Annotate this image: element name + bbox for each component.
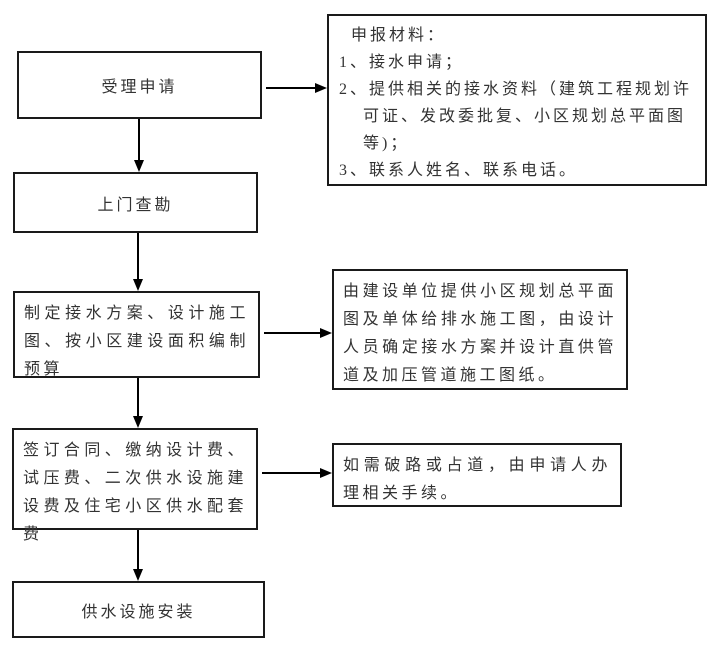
flow-box-make-plan: 制定接水方案、设计施工图、按小区建设面积编制预算 (13, 291, 260, 378)
flow-box-facility-installation-label: 供水设施安装 (81, 603, 196, 621)
flow-box-accept-application: 受理申请 (17, 51, 262, 119)
arrow-inspect-to-plan-head-icon (133, 279, 143, 291)
arrow-plan-to-contract-head-icon (133, 416, 143, 428)
arrow-contract-to-road-line (262, 472, 321, 474)
side-box-design-note-text: 由建设单位提供小区规划总平面图及单体给排水施工图，由设计人员确定接水方案并设计直… (343, 283, 617, 384)
flow-box-site-inspection-label: 上门查勘 (97, 196, 174, 214)
arrow-contract-to-road-head-icon (320, 468, 332, 478)
arrow-plan-to-contract-line (137, 378, 139, 417)
arrow-contract-to-install-head-icon (133, 569, 143, 581)
arrow-inspect-to-plan-line (137, 233, 139, 280)
side-box-application-materials: 申报材料： 1、接水申请； 2、提供相关的接水资料（建筑工程规划许 可证、发改委… (327, 14, 707, 186)
side-box-design-note: 由建设单位提供小区规划总平面图及单体给排水施工图，由设计人员确定接水方案并设计直… (332, 269, 628, 390)
materials-item-2-end: 等)； (363, 135, 410, 152)
arrow-accept-to-materials-head-icon (315, 83, 327, 93)
arrow-plan-to-design-head-icon (320, 328, 332, 338)
flow-box-accept-application-label: 受理申请 (101, 79, 178, 96)
side-box-road-permit-note: 如需破路或占道，由申请人办理相关手续。 (332, 443, 622, 507)
materials-item-2-cont: 可证、发改委批复、小区规划总平面图 (363, 108, 687, 125)
materials-title: 申报材料： (351, 27, 447, 44)
arrow-accept-to-inspect-line (138, 119, 140, 161)
materials-item-3: 3、联系人姓名、联系电话。 (339, 162, 579, 179)
flow-box-site-inspection: 上门查勘 (13, 172, 258, 233)
flow-box-sign-contract-pay-fees: 签订合同、缴纳设计费、试压费、二次供水设施建设费及住宅小区供水配套费 (12, 428, 258, 543)
arrow-accept-to-materials-line (266, 87, 316, 89)
arrow-contract-to-install-line (137, 530, 139, 570)
flow-box-sign-contract-pay-fees-label: 签订合同、缴纳设计费、试压费、二次供水设施建设费及住宅小区供水配套费 (23, 442, 247, 543)
materials-item-1: 1、接水申请； (339, 54, 465, 71)
flow-box-facility-installation: 供水设施安装 (12, 581, 265, 638)
arrow-accept-to-inspect-head-icon (134, 160, 144, 172)
flow-box-make-plan-label: 制定接水方案、设计施工图、按小区建设面积编制预算 (24, 305, 249, 378)
arrow-plan-to-design-line (264, 332, 321, 334)
side-box-road-permit-note-text: 如需破路或占道，由申请人办理相关手续。 (343, 457, 611, 502)
materials-item-2: 2、提供相关的接水资料（建筑工程规划许 (339, 81, 693, 98)
